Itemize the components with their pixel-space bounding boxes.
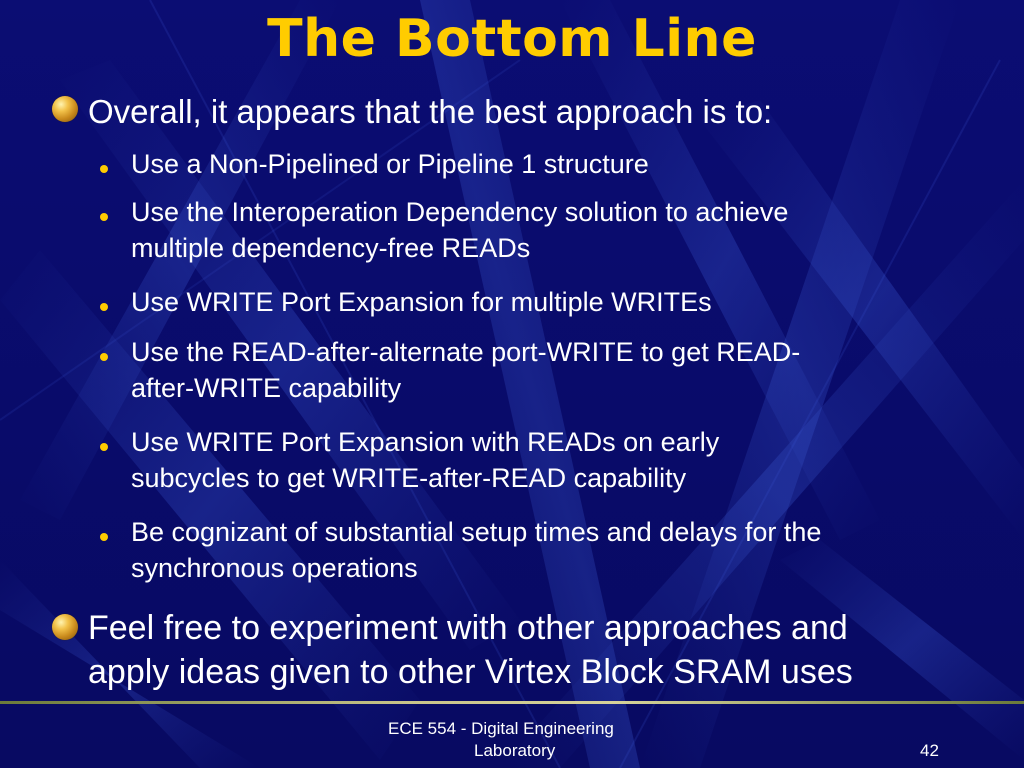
footer-course-line1: ECE 554 - Digital Engineering	[388, 719, 614, 738]
yellow-dot-bullet-icon	[100, 303, 108, 311]
sub-bullet-text: Use WRITE Port Expansion for multiple WR…	[131, 284, 1011, 320]
footer-rule	[0, 701, 1024, 704]
sub-bullet-text: Use a Non-Pipelined or Pipeline 1 struct…	[131, 146, 1011, 182]
main-bullet-line: apply ideas given to other Virtex Block …	[88, 653, 853, 691]
gold-sphere-bullet-icon	[52, 614, 78, 640]
sub-bullet-line: Be cognizant of substantial setup times …	[131, 517, 822, 547]
sub-bullet-text: Use WRITE Port Expansion with READs on e…	[131, 424, 1011, 496]
sub-bullet-line: multiple dependency-free READs	[131, 233, 531, 263]
footer-course-label: ECE 554 - Digital Engineering Laboratory	[388, 718, 668, 762]
sub-bullet-line: Use the READ-after-alternate port-WRITE …	[131, 337, 801, 367]
sub-bullet-line: Use WRITE Port Expansion with READs on e…	[131, 427, 720, 457]
slide-title: The Bottom Line	[267, 9, 757, 69]
sub-bullet-line: Use a Non-Pipelined or Pipeline 1 struct…	[131, 149, 649, 179]
gold-sphere-bullet-icon	[52, 96, 78, 122]
yellow-dot-bullet-icon	[100, 213, 108, 221]
yellow-dot-bullet-icon	[100, 353, 108, 361]
main-bullet-line: Feel free to experiment with other appro…	[88, 609, 848, 647]
sub-bullet-text: Use the Interoperation Dependency soluti…	[131, 194, 1011, 266]
main-bullet-text: Overall, it appears that the best approa…	[88, 93, 773, 130]
yellow-dot-bullet-icon	[100, 443, 108, 451]
sub-bullet-line: subcycles to get WRITE-after-READ capabi…	[131, 463, 687, 493]
sub-bullet-line: after-WRITE capability	[131, 373, 402, 403]
sub-bullet-line: Use WRITE Port Expansion for multiple WR…	[131, 287, 712, 317]
sub-bullet-line: Use the Interoperation Dependency soluti…	[131, 197, 789, 227]
page-number: 42	[920, 741, 939, 760]
yellow-dot-bullet-icon	[100, 165, 108, 173]
yellow-dot-bullet-icon	[100, 533, 108, 541]
main-bullet-text: Feel free to experiment with other appro…	[88, 606, 853, 694]
sub-bullet-text: Use the READ-after-alternate port-WRITE …	[131, 334, 1011, 406]
footer-course-line2: Laboratory	[474, 741, 556, 760]
sub-bullet-line: synchronous operations	[131, 553, 418, 583]
sub-bullet-text: Be cognizant of substantial setup times …	[131, 514, 1011, 586]
